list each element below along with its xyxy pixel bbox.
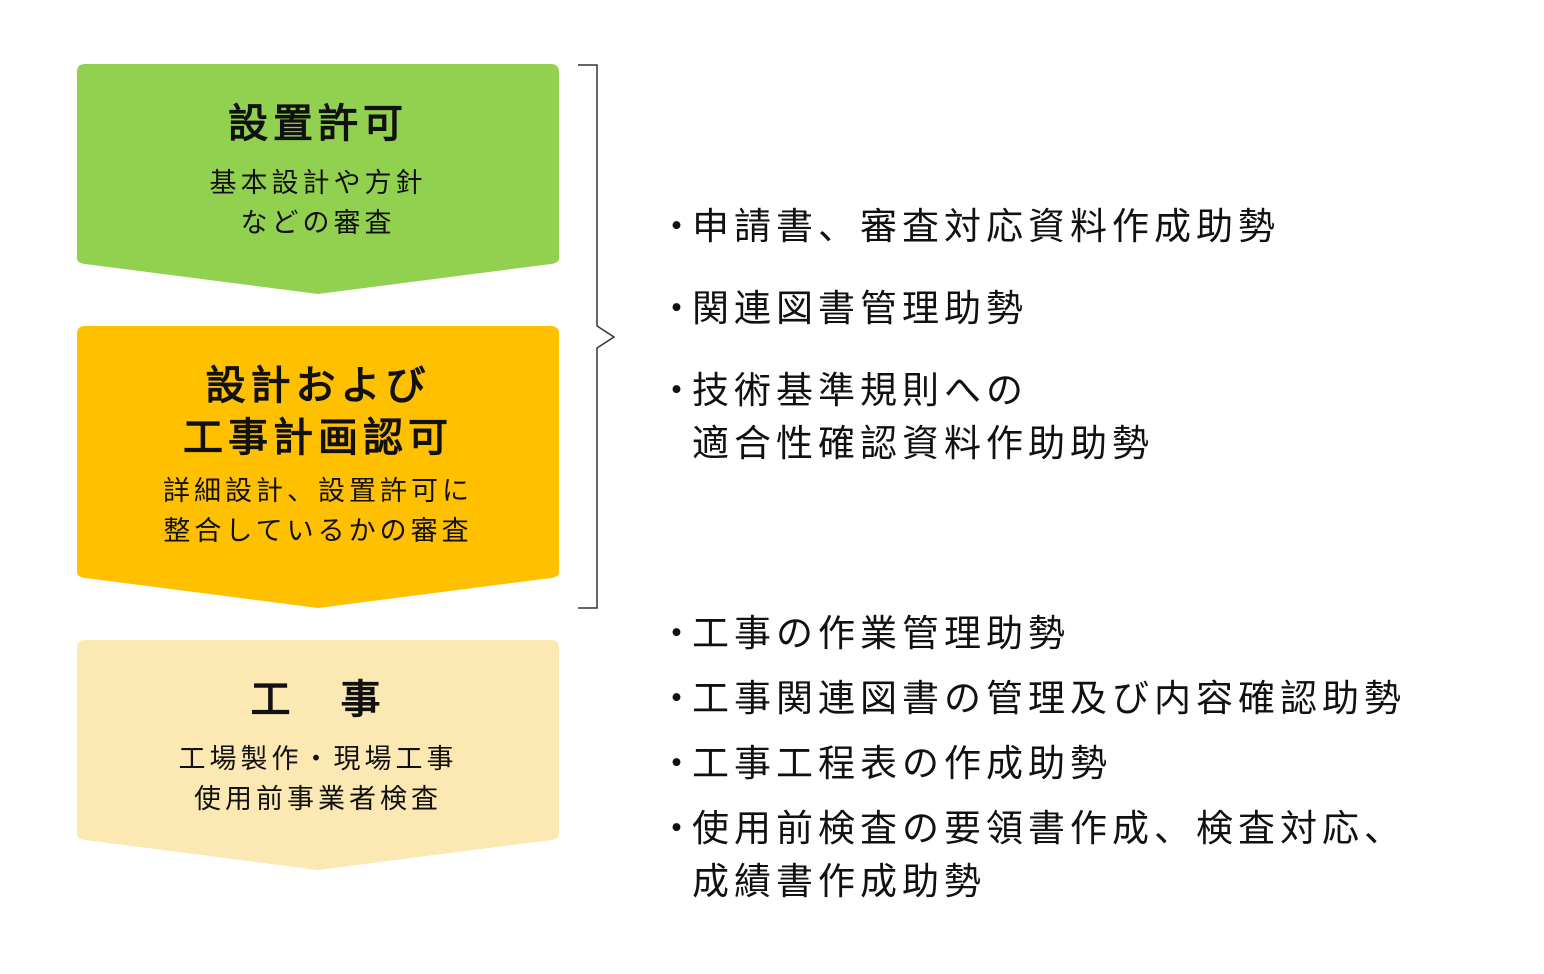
service-text: 関連図書管理助勢 (692, 287, 1028, 330)
desc-line: 整合しているかの審査 (163, 516, 473, 547)
stage-title: 設置許可 (228, 101, 408, 147)
service-item: ・関連図書管理助勢 (658, 282, 1028, 335)
service-text: 工事の作業管理助勢 (692, 612, 1070, 655)
bullet: ・ (658, 807, 700, 850)
stage-arrow-design-approval (77, 326, 559, 608)
stage-desc: 工場製作・現場工事 使用前事業者検査 (77, 740, 559, 820)
stage-construction: 工 事 工場製作・現場工事 使用前事業者検査 (77, 674, 559, 820)
stage-title: 設計および 工事計画認可 (77, 360, 559, 464)
stage-desc: 詳細設計、設置許可に 整合しているかの審査 (77, 472, 559, 552)
service-text: 技術基準規則への (692, 369, 1028, 412)
service-text: 適合性確認資料作助助勢 (692, 422, 1154, 465)
service-text: 工事工程表の作成助勢 (692, 742, 1112, 785)
service-item: ・技術基準規則への適合性確認資料作助助勢 (658, 364, 1154, 470)
stage-setting-permit: 設置許可 基本設計や方針 などの審査 (77, 98, 559, 244)
bracket (578, 64, 616, 609)
bullet: ・ (658, 742, 700, 785)
desc-line: 工場製作・現場工事 (178, 744, 458, 775)
service-item: ・使用前検査の要領書作成、検査対応、成績書作成助勢 (658, 802, 1406, 908)
bullet: ・ (658, 612, 700, 655)
stage-arrow-setting-permit (77, 64, 559, 294)
desc-line: 基本設計や方針 (209, 168, 427, 199)
desc-line: などの審査 (240, 208, 396, 239)
stage-desc: 基本設計や方針 などの審査 (77, 164, 559, 244)
bullet: ・ (658, 287, 700, 330)
service-item: ・工事の作業管理助勢 (658, 607, 1070, 660)
bullet: ・ (658, 205, 700, 248)
title-line: 工事計画認可 (183, 415, 453, 461)
service-item: ・申請書、審査対応資料作成助勢 (658, 200, 1280, 253)
desc-line: 詳細設計、設置許可に (163, 476, 473, 507)
service-item: ・工事工程表の作成助勢 (658, 737, 1112, 790)
bullet: ・ (658, 369, 700, 412)
service-text: 工事関連図書の管理及び内容確認助勢 (692, 677, 1406, 720)
desc-line: 使用前事業者検査 (194, 784, 442, 815)
title-line: 設計および (205, 363, 431, 409)
stage-arrow-construction (77, 640, 559, 870)
service-item: ・工事関連図書の管理及び内容確認助勢 (658, 672, 1406, 725)
service-text: 成績書作成助勢 (692, 860, 986, 903)
stage-design-approval: 設計および 工事計画認可 詳細設計、設置許可に 整合しているかの審査 (77, 360, 559, 552)
stage-title: 工 事 (250, 677, 386, 723)
bullet: ・ (658, 677, 700, 720)
service-text: 申請書、審査対応資料作成助勢 (692, 205, 1280, 248)
service-text: 使用前検査の要領書作成、検査対応、 (692, 807, 1406, 850)
